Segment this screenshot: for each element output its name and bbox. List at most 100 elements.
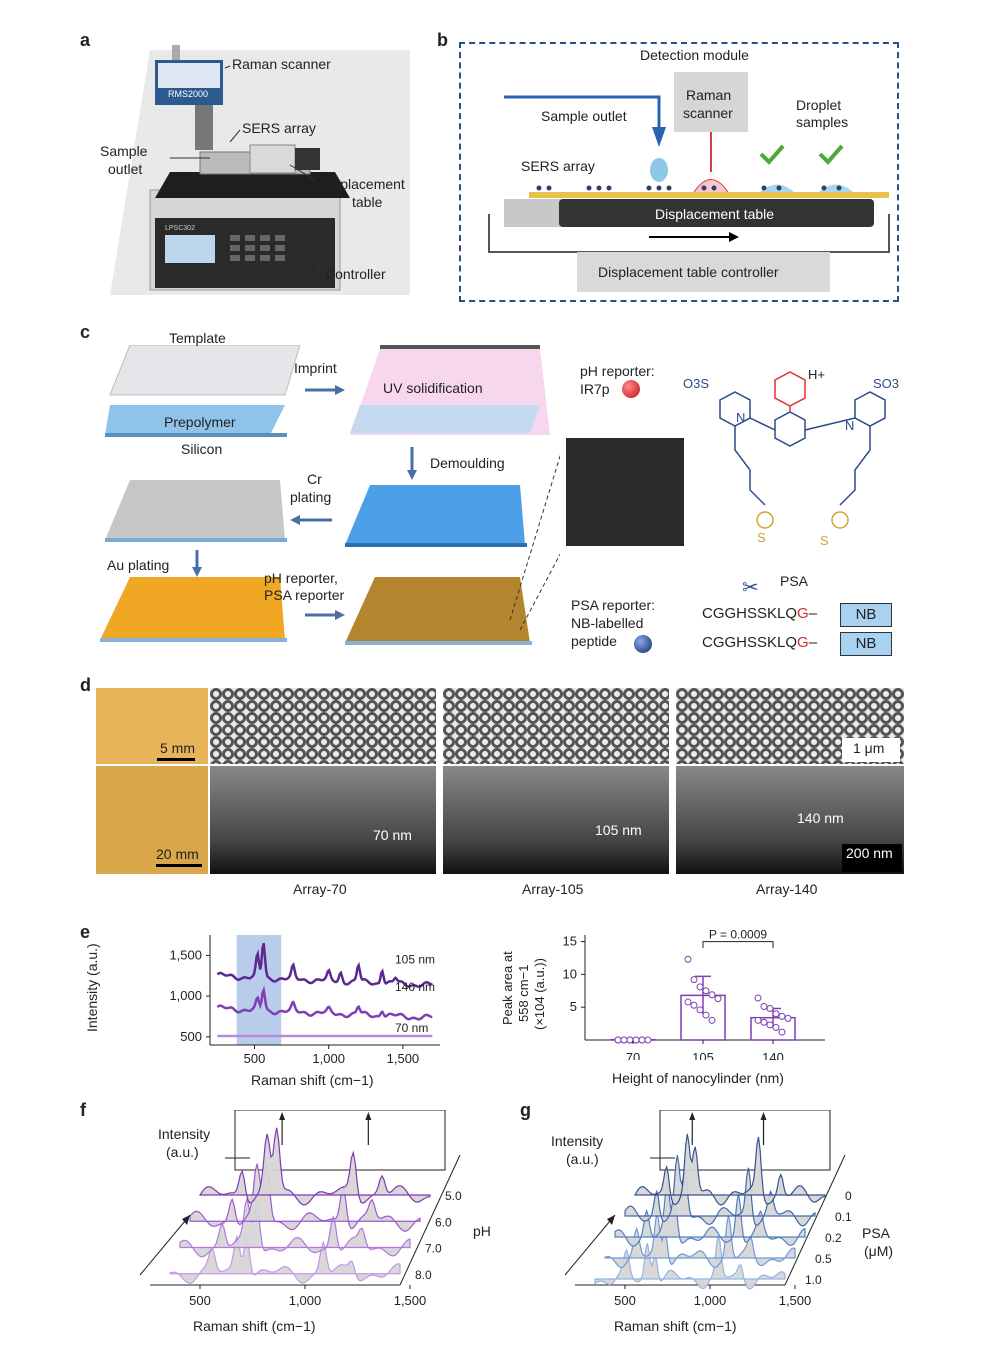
photo-bottom-chip [96, 766, 208, 874]
device-brand: LPSC302 [165, 225, 195, 232]
panel-label-a: a [80, 30, 91, 50]
label-detection-module: Detection module [640, 47, 749, 63]
label-sample-outlet-a1: Sample [100, 143, 148, 159]
panel-label-g: g [520, 1100, 531, 1120]
y-tick-label: 15 [563, 934, 577, 949]
label-sample-outlet-b: Sample outlet [541, 108, 627, 124]
data-point [784, 1014, 792, 1022]
x-tick-label: 500 [244, 1051, 266, 1066]
psa-reporter-sphere-icon [634, 635, 652, 653]
y-tick-label: 1,500 [169, 947, 202, 962]
peptide-1-seq: CGGHSSKLQ [702, 605, 798, 622]
x-tick-label: 1,500 [387, 1051, 420, 1066]
z-tick-label: 5.0 [445, 1189, 462, 1203]
data-point [702, 1011, 710, 1019]
z-tick-label: 8.0 [415, 1268, 432, 1282]
z-axis [399, 1154, 461, 1286]
x-tick-label: 140 [762, 1050, 784, 1060]
e-left-ylabel: Intensity (a.u.) [84, 943, 100, 1032]
f-zlabel: pH [473, 1223, 491, 1239]
spectrum-area [198, 1127, 431, 1206]
x-tick-label: 1,000 [312, 1051, 345, 1066]
label-psa: PSA [780, 573, 809, 589]
panel-c-process [100, 345, 560, 645]
data-point [620, 1036, 628, 1044]
depth-arrow [564, 1214, 616, 1276]
x-tick-label: 1,000 [694, 1293, 727, 1308]
panel-label-d: d [80, 675, 91, 695]
x-tick-label: 105 [692, 1050, 714, 1060]
label-displacement-table: Displacement table [655, 206, 775, 222]
peak-arrow-head [365, 1112, 372, 1120]
data-point [690, 976, 698, 984]
data-point [638, 1036, 646, 1044]
depth-arrow-head [182, 1215, 190, 1225]
spectrum-area [604, 1212, 796, 1269]
data-point [690, 1001, 698, 1009]
panel-b-diagram [488, 72, 890, 292]
caption-70: Array-70 [293, 881, 347, 897]
caption-105: Array-105 [522, 881, 584, 897]
data-point [684, 955, 692, 963]
series-label: 140 nm [395, 980, 435, 994]
spectrum-area [624, 1155, 816, 1227]
x-tick-label: 1,500 [779, 1293, 812, 1308]
e-right-ylabel-2: 558 cm−1 [516, 964, 531, 1022]
g-intensity-1: Intensity [551, 1133, 604, 1149]
scalebar-5mm [157, 758, 195, 761]
scissors-icon: ✂ [742, 577, 759, 599]
z-tick-label: 1.0 [805, 1273, 822, 1287]
x-tick-label: 70 [626, 1050, 640, 1060]
panel-label-c: c [80, 322, 91, 342]
panel-label-b: b [437, 30, 448, 50]
series-line [216, 943, 433, 988]
sem-top-70 [210, 688, 436, 764]
height-140: 140 nm [797, 810, 844, 826]
data-point [754, 1016, 762, 1024]
ph-reporter-sphere-icon [622, 380, 640, 398]
label-cr-2: plating [290, 489, 332, 505]
spectrum-area [633, 1133, 826, 1206]
significance-bracket [702, 941, 774, 949]
data-point [708, 1016, 716, 1024]
chem-so3: SO3 [873, 376, 900, 391]
z-tick-label: 0.1 [835, 1210, 852, 1224]
peak-arrow-head [760, 1112, 767, 1120]
scale-1um: 1 μm [853, 740, 885, 756]
z-tick-label: 0.5 [815, 1252, 832, 1266]
label-au: Au plating [107, 557, 170, 573]
nb-label-2: NB [855, 635, 877, 652]
e-right-ylabel-1: Peak area at [500, 951, 515, 1025]
series-label: 105 nm [395, 953, 435, 967]
caption-140: Array-140 [756, 881, 818, 897]
depth-arrow-head [607, 1215, 615, 1225]
x-tick-label: 1,000 [289, 1293, 322, 1308]
data-point [772, 1010, 780, 1018]
p-value: P = 0.0009 [709, 930, 767, 941]
spectrum-area [169, 1234, 401, 1284]
label-sample-outlet-a2: outlet [108, 161, 143, 177]
label-silicon: Silicon [181, 441, 223, 457]
f-xlabel: Raman shift (cm−1) [193, 1318, 316, 1334]
data-point [766, 1021, 774, 1029]
label-sers-array-a: SERS array [242, 120, 316, 136]
data-point [766, 1005, 774, 1012]
series-label: 70 nm [395, 1021, 428, 1035]
data-point [614, 1036, 622, 1044]
chem-h: H+ [808, 367, 825, 382]
peptide-1-g: G [797, 605, 809, 622]
photo-top-chip [96, 688, 208, 764]
g-zlabel-2: (μM) [864, 1243, 894, 1259]
label-displacement-controller: Displacement table controller [598, 264, 779, 280]
data-point [702, 987, 710, 995]
height-70: 70 nm [373, 827, 412, 843]
data-point [760, 1003, 768, 1011]
label-raman-scanner: Raman scanner [232, 56, 331, 72]
depth-arrow [139, 1214, 191, 1276]
z-tick-label: 0.2 [825, 1231, 842, 1245]
label-imprint: Imprint [294, 360, 337, 376]
data-point [626, 1036, 634, 1044]
peptide-2-dash: – [808, 634, 818, 651]
